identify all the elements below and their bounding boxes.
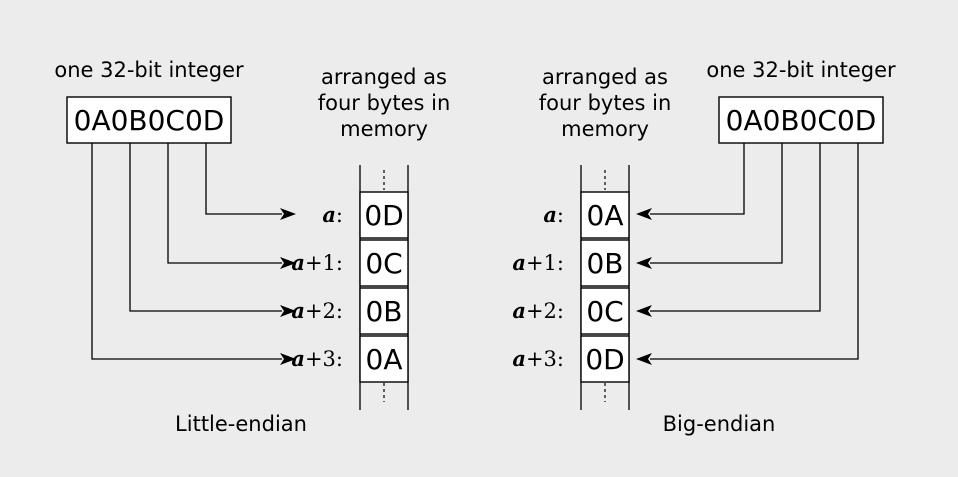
left-arrowhead-2	[280, 305, 296, 317]
left-connector-2	[129, 143, 282, 312]
right-memory-caption-line3: memory	[561, 117, 649, 141]
left-byte-cell-2	[359, 287, 409, 335]
right-int-value: 0A0B0C0D	[726, 104, 877, 137]
left-byte-cell-3	[359, 335, 409, 383]
left-address-3: a+3:	[291, 346, 343, 371]
right-connector-2	[650, 143, 821, 312]
right-connector-1	[650, 143, 783, 264]
right-address-3: a+3:	[512, 346, 564, 371]
left-connector-1	[167, 143, 282, 264]
right-byte-value-3: 0D	[585, 343, 624, 376]
right-memory-caption-line1: arranged as	[542, 65, 668, 89]
big-endian-panel: one 32-bit integer 0A0B0C0D arranged as …	[512, 58, 896, 436]
left-byte-value-3: 0A	[366, 343, 403, 376]
left-int-value: 0A0B0C0D	[74, 104, 225, 137]
little-endian-panel: one 32-bit integer 0A0B0C0D arranged as …	[54, 58, 450, 436]
right-byte-value-0: 0A	[587, 199, 624, 232]
big-endian-label: Big-endian	[663, 412, 776, 436]
right-address-1: a+1:	[512, 250, 564, 275]
right-arrowhead-0	[636, 208, 652, 220]
left-address-0: a:	[322, 202, 343, 227]
left-arrowhead-3	[280, 353, 296, 365]
left-connector-0	[205, 143, 282, 215]
left-int-box	[66, 96, 232, 144]
little-endian-label: Little-endian	[175, 412, 307, 436]
left-address-2: a+2:	[291, 298, 343, 323]
right-arrowhead-3	[636, 353, 652, 365]
left-byte-cell-1	[359, 239, 409, 287]
right-connector-0	[650, 143, 745, 215]
right-memory-caption-line2: four bytes in	[539, 91, 672, 115]
left-memory-caption-line3: memory	[340, 117, 428, 141]
right-arrowhead-1	[636, 257, 652, 269]
left-connector-3	[91, 143, 282, 360]
right-address-2: a+2:	[512, 298, 564, 323]
left-byte-value-0: 0D	[364, 199, 403, 232]
left-memory-caption-line1: arranged as	[321, 65, 447, 89]
left-byte-value-2: 0B	[365, 295, 402, 328]
left-arrowhead-1	[280, 257, 296, 269]
right-byte-value-2: 0C	[586, 295, 623, 328]
left-int-caption: one 32-bit integer	[54, 58, 244, 82]
right-byte-cell-0	[580, 191, 630, 239]
right-int-box	[718, 96, 884, 144]
right-address-0: a:	[543, 202, 564, 227]
right-byte-cell-2	[580, 287, 630, 335]
right-arrowhead-2	[636, 305, 652, 317]
left-byte-cell-0	[359, 191, 409, 239]
left-memory-caption-line2: four bytes in	[318, 91, 451, 115]
right-byte-cell-1	[580, 239, 630, 287]
right-int-caption: one 32-bit integer	[706, 58, 896, 82]
left-address-1: a+1:	[291, 250, 343, 275]
left-byte-value-1: 0C	[365, 247, 402, 280]
right-byte-value-1: 0B	[586, 247, 623, 280]
right-byte-cell-3	[580, 335, 630, 383]
left-arrowhead-0	[280, 208, 296, 220]
right-connector-3	[650, 143, 859, 360]
